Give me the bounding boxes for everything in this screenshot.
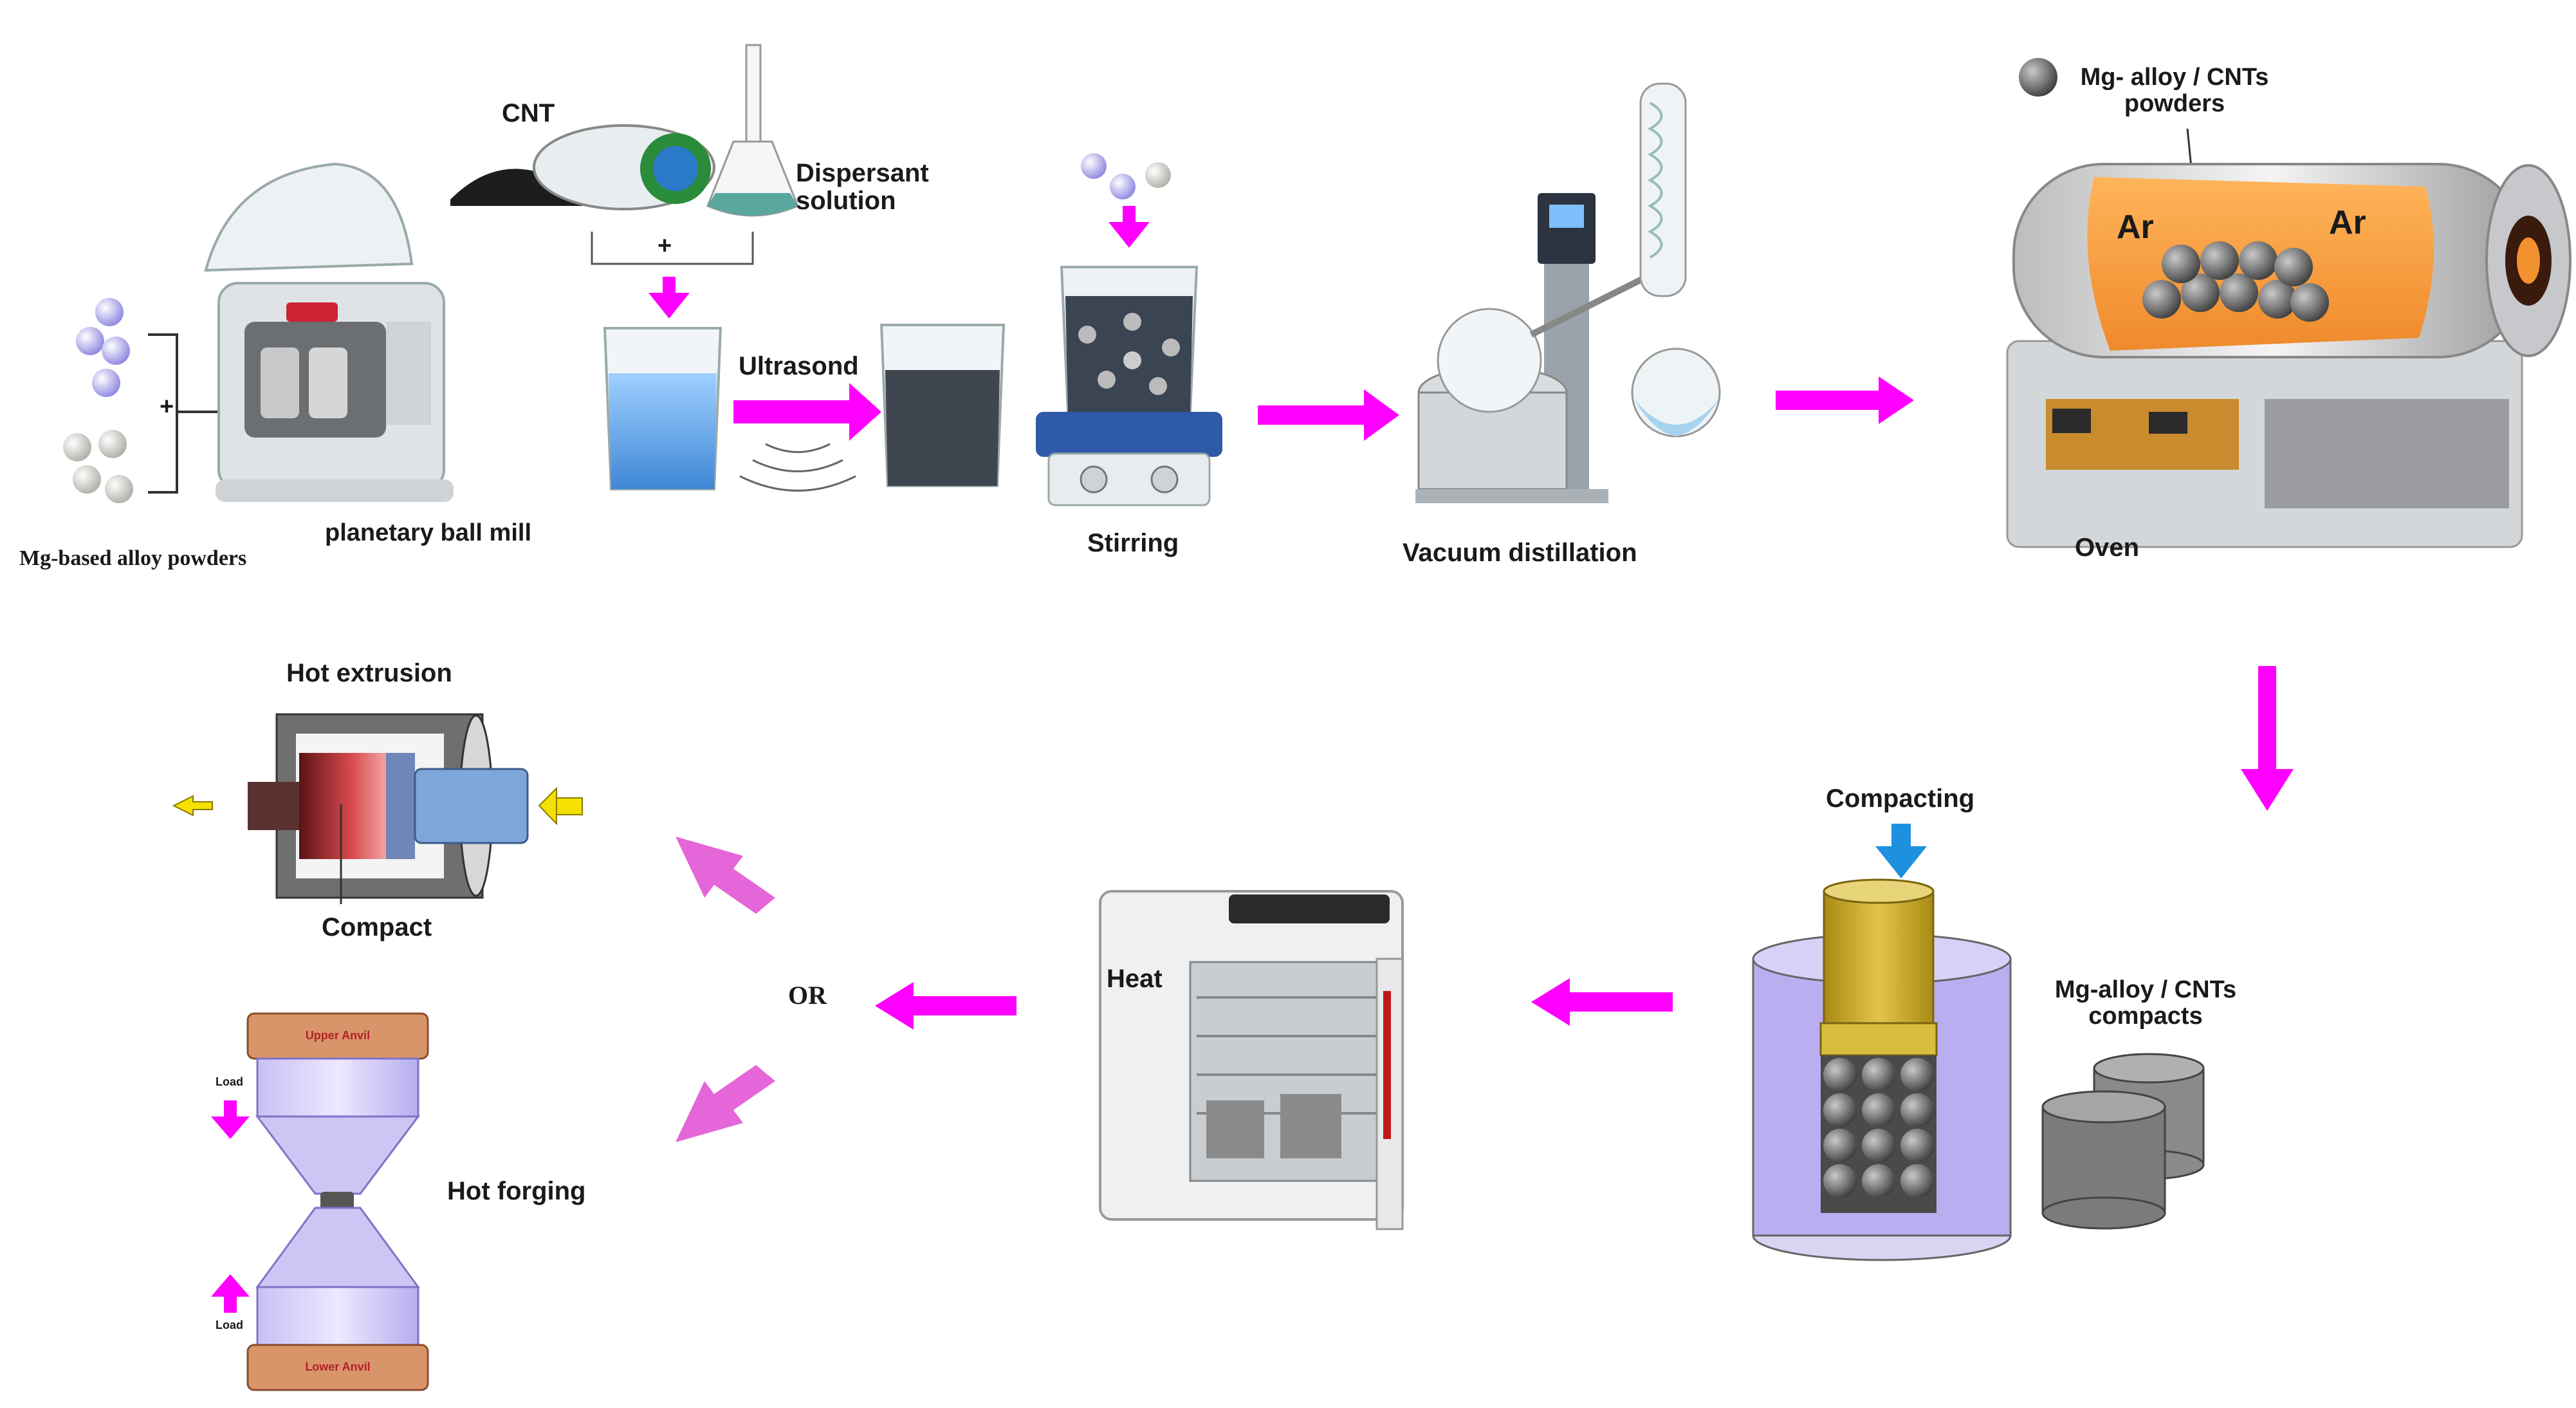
- plus-sign-top: +: [658, 232, 672, 259]
- dispersant-line-1: Dispersant: [796, 159, 929, 187]
- cnt-label: CNT: [502, 99, 555, 127]
- compaction-arrow: [1875, 824, 1927, 878]
- mg-powders-caption: Mg-based alloy powders: [19, 546, 247, 570]
- compact-balls: [1823, 1058, 1934, 1198]
- hot-extrusion-die: [248, 713, 529, 904]
- volumetric-flask: [706, 44, 799, 217]
- load-label-bottom: Load: [216, 1319, 243, 1331]
- powder-particle: [1145, 162, 1171, 188]
- compact-label: Compact: [322, 913, 432, 941]
- heating-oven: [1099, 890, 1404, 1230]
- hot-forging-label: Hot forging: [447, 1177, 586, 1205]
- tube-furnace: [2006, 163, 2571, 548]
- arrow-to-hot-forging: [676, 1065, 775, 1142]
- mg-powder-grey-group: [63, 430, 133, 503]
- hot-extrusion-label: Hot extrusion: [286, 659, 452, 687]
- dispersant-line-2: solution: [796, 187, 896, 216]
- ball-mill-caption: planetary ball mill: [325, 519, 531, 546]
- powder-particle: [63, 433, 91, 461]
- powder-particle: [1110, 174, 1136, 199]
- compacting-label: Compacting: [1826, 784, 1975, 813]
- arrow-to-hot-extrusion: [676, 837, 775, 914]
- load-arrow-up: [211, 1274, 250, 1313]
- stirring-label: Stirring: [1087, 529, 1179, 557]
- oven-powders-label: Mg- alloy / CNTs powders: [2065, 64, 2284, 117]
- powder-particle: [98, 430, 127, 458]
- powder-particle: [76, 327, 104, 355]
- rotary-evaporator: [1415, 82, 1721, 503]
- dispersant-label: Dispersant solution: [796, 159, 929, 216]
- magnetic-stirrer: [1036, 266, 1222, 506]
- powder-particle: [95, 298, 124, 326]
- arrow-to-or: [875, 982, 1017, 1030]
- lower-anvil-label: Lower Anvil: [305, 1360, 371, 1373]
- cnt-tube-illustration: [533, 124, 715, 210]
- vacuum-distillation-label: Vacuum distillation: [1403, 539, 1637, 567]
- compacts-label: Mg-alloy / CNTs compacts: [2036, 976, 2255, 1030]
- load-arrow-down: [211, 1100, 250, 1139]
- extrusion-arrow-out: [172, 795, 213, 817]
- oven-label: Oven: [2075, 533, 2140, 562]
- arrow-to-oven: [1776, 376, 1914, 424]
- down-arrow-to-beaker: [649, 277, 690, 319]
- upper-anvil-label: Upper Anvil: [305, 1029, 371, 1042]
- planetary-ball-mill: [204, 162, 454, 502]
- powder-particle: [73, 465, 101, 494]
- hot-forging-press: [246, 1012, 429, 1391]
- powder-particle: [105, 475, 133, 503]
- cnt-bracket: [591, 232, 754, 265]
- green-compacts: [2041, 1053, 2205, 1230]
- oven-powders-line-2: powders: [2124, 90, 2225, 118]
- compacts-line-1: Mg-alloy / CNTs: [2054, 976, 2237, 1003]
- powder-bracket: [148, 333, 178, 494]
- oven-powders-line-1: Mg- alloy / CNTs: [2080, 64, 2269, 91]
- or-label: OR: [788, 981, 827, 1010]
- argon-label-right: Ar: [2329, 204, 2366, 241]
- arrow-to-rotavap: [1258, 389, 1399, 441]
- powder-particle: [102, 337, 130, 365]
- argon-label-left: Ar: [2117, 208, 2154, 246]
- beaker-cnt-suspension: [879, 324, 1006, 487]
- compacts-line-2: compacts: [2088, 1003, 2203, 1030]
- ultrasound-arrow: [733, 383, 881, 441]
- load-label-top: Load: [216, 1075, 243, 1088]
- down-arrow-to-stirrer: [1109, 206, 1150, 248]
- beaker-dispersant: [603, 327, 722, 490]
- stirring-powders: [1081, 153, 1171, 199]
- mg-powder-violet-group: [76, 298, 130, 397]
- arrow-to-heat: [1531, 978, 1673, 1026]
- extrusion-arrow-in: [538, 786, 583, 826]
- oven-powder-legend-particle: [2019, 58, 2057, 97]
- ultrasound-waves: [739, 443, 856, 492]
- heat-label: Heat: [1107, 965, 1163, 993]
- powder-particle: [92, 369, 120, 397]
- arrow-down-to-compacting: [2241, 666, 2294, 811]
- plus-sign-left: +: [160, 393, 174, 420]
- oven-powder-cluster: [2142, 241, 2329, 322]
- ultrasound-label: Ultrasond: [739, 352, 859, 380]
- powder-particle: [1081, 153, 1107, 179]
